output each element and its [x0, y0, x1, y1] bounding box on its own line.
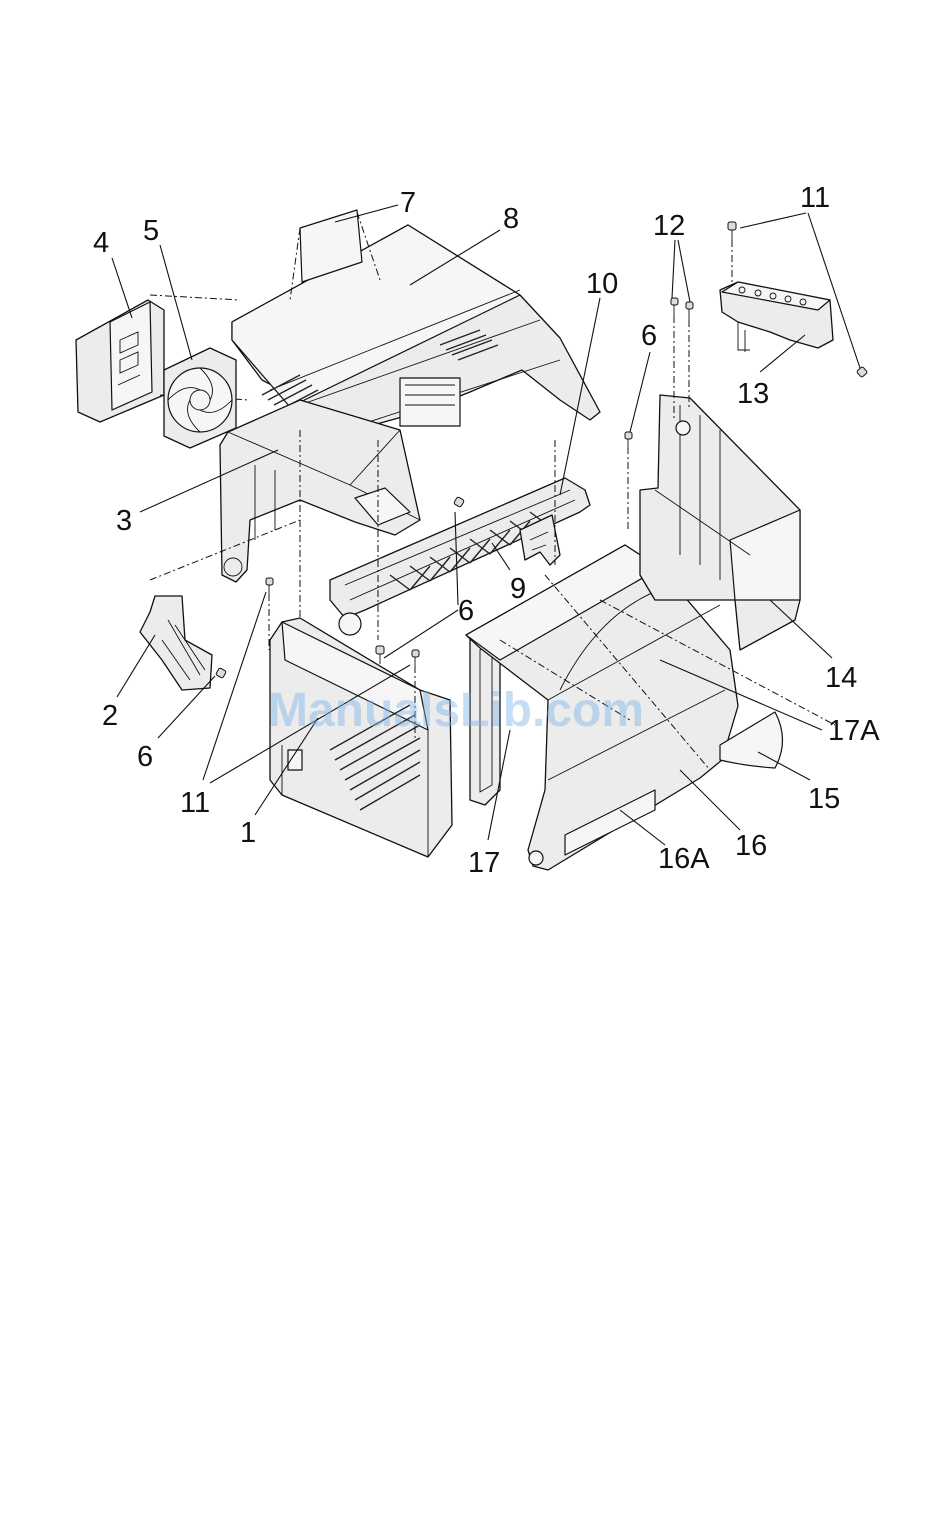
callout-2: 2	[102, 700, 118, 732]
control-panel-part-13	[720, 282, 833, 352]
screw	[266, 578, 273, 594]
screw	[728, 222, 736, 240]
callout-9: 9	[510, 573, 526, 605]
screw	[856, 366, 867, 377]
top-cover-part-8	[232, 225, 600, 430]
callout-17a: 17A	[828, 715, 880, 747]
callout-3: 3	[116, 505, 132, 537]
callout-17: 17	[468, 847, 500, 879]
callout-8: 8	[503, 203, 519, 235]
screw	[454, 497, 465, 508]
screw	[376, 646, 384, 664]
left-side-cover-part-1	[270, 618, 452, 857]
callout-14: 14	[825, 662, 857, 694]
callout-1: 1	[240, 817, 256, 849]
fan-part-5	[164, 348, 236, 448]
callout-13: 13	[737, 378, 769, 410]
screw	[412, 650, 419, 666]
callout-11-left: 11	[180, 787, 210, 819]
callout-15: 15	[808, 783, 840, 815]
callout-6-left: 6	[137, 741, 153, 773]
callout-6-right: 6	[641, 320, 657, 352]
callout-11-right: 11	[800, 182, 830, 214]
screw	[671, 298, 678, 316]
screw	[216, 668, 227, 679]
callout-16: 16	[735, 830, 767, 862]
screw	[686, 302, 693, 320]
watermark: ManualsLib.com	[268, 684, 644, 737]
callout-12: 12	[653, 210, 685, 242]
callout-10: 10	[586, 268, 618, 300]
screw	[625, 432, 632, 447]
callout-5: 5	[143, 215, 159, 247]
callout-16a: 16A	[658, 843, 710, 875]
callout-4: 4	[93, 227, 109, 259]
callout-7: 7	[400, 187, 416, 219]
bracket-part-2	[140, 596, 212, 690]
callout-6-center: 6	[458, 595, 474, 627]
